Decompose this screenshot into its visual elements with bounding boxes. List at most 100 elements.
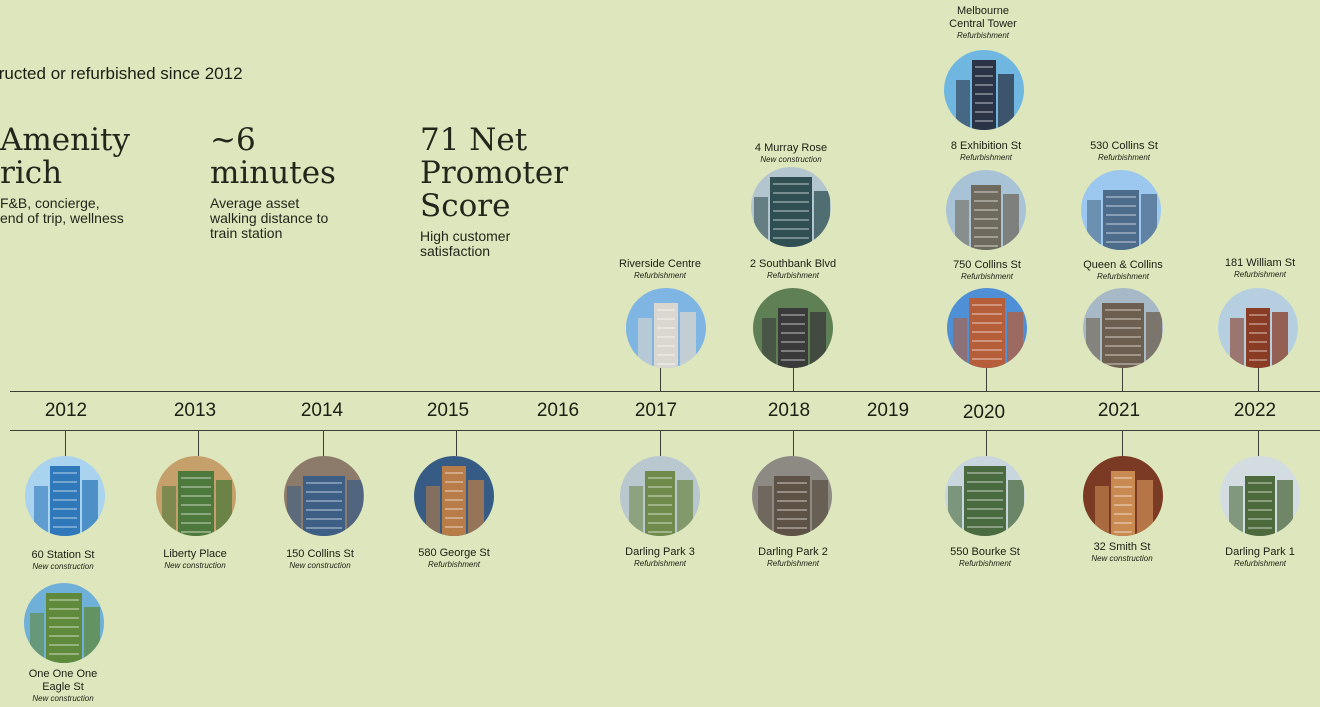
building-name: 580 George St	[418, 547, 490, 559]
photo-darling-park-1	[1220, 456, 1300, 536]
building-type: New construction	[32, 562, 94, 571]
building-type: New construction	[760, 155, 822, 164]
stat-headline: 71 Net Promoter Score	[420, 122, 569, 224]
building-name: 2 Southbank Blvd	[749, 258, 837, 270]
photo-darling-park-3	[620, 456, 700, 536]
building-photo-graphic	[156, 456, 236, 536]
photo-8-exhibition	[946, 170, 1026, 250]
year-2021: 2021	[1097, 400, 1141, 421]
year-2014: 2014	[300, 400, 344, 421]
photo-2-southbank	[753, 288, 833, 368]
building-name: Riverside Centre	[619, 258, 701, 270]
building-type: Refurbishment	[1233, 270, 1287, 279]
photo-150-collins	[284, 456, 364, 536]
stem-750-collins	[986, 368, 987, 391]
building-photo-graphic	[620, 456, 700, 536]
building-type: New construction	[1091, 554, 1153, 563]
stem-bourke	[986, 431, 987, 456]
stat-headline: Amenity rich	[0, 122, 130, 191]
label-4-murray-rose: 4 Murray Rose New construction	[748, 142, 834, 165]
building-name: 550 Bourke St	[950, 546, 1020, 558]
building-type: Refurbishment	[427, 560, 481, 569]
label-darling-park-1: Darling Park 1 Refurbishment	[1210, 546, 1310, 569]
building-name: 750 Collins St	[953, 259, 1021, 271]
building-photo-graphic	[1218, 288, 1298, 368]
building-name: One One One Eagle St	[28, 668, 98, 693]
building-photo-graphic	[1220, 456, 1300, 536]
building-photo-graphic	[414, 456, 494, 536]
stem-station	[65, 431, 66, 456]
stem-southbank	[793, 368, 794, 391]
stat-subtext: F&B, concierge, end of trip, wellness	[0, 195, 124, 226]
stem-william	[1258, 368, 1259, 391]
label-2-southbank: 2 Southbank Blvd Refurbishment	[738, 258, 848, 281]
photo-melbourne-central	[944, 50, 1024, 130]
label-darling-park-2: Darling Park 2 Refurbishment	[743, 546, 843, 569]
photo-550-bourke	[945, 456, 1025, 536]
building-photo-graphic	[24, 583, 104, 663]
building-photo-graphic	[25, 456, 105, 536]
building-type: Refurbishment	[766, 271, 820, 280]
label-580-george: 580 George St Refurbishment	[404, 547, 504, 570]
building-type: Refurbishment	[960, 272, 1014, 281]
building-name: 181 William St	[1224, 257, 1296, 269]
label-riverside-centre: Riverside Centre Refurbishment	[610, 258, 710, 281]
photo-181-william	[1218, 288, 1298, 368]
label-550-bourke: 550 Bourke St Refurbishment	[935, 546, 1035, 569]
photo-queen-collins	[1083, 288, 1163, 368]
stem-darling1	[1258, 431, 1259, 456]
stat-headline: ~6 minutes	[210, 122, 336, 191]
label-530-collins: 530 Collins St Refurbishment	[1081, 140, 1167, 163]
building-name: Darling Park 1	[1225, 546, 1295, 558]
stem-liberty	[198, 431, 199, 456]
year-2019: 2019	[866, 400, 910, 421]
building-photo-graphic	[752, 456, 832, 536]
year-2020: 2020	[962, 402, 1006, 423]
building-photo-graphic	[626, 288, 706, 368]
building-type: Refurbishment	[958, 559, 1012, 568]
intro-text: tructed or refurbished since 2012	[0, 64, 243, 83]
stem-george	[456, 431, 457, 456]
label-queen-collins: Queen & Collins Refurbishment	[1073, 259, 1173, 282]
label-150-collins: 150 Collins St New construction	[275, 548, 365, 571]
building-name: Darling Park 2	[758, 546, 828, 558]
building-type: Refurbishment	[1233, 559, 1287, 568]
building-type: Refurbishment	[766, 559, 820, 568]
label-liberty-place: Liberty Place New construction	[150, 548, 240, 571]
label-181-william: 181 William St Refurbishment	[1210, 257, 1310, 280]
label-one-one-one-eagle: One One One Eagle St New construction	[18, 668, 108, 704]
label-8-exhibition: 8 Exhibition St Refurbishment	[943, 140, 1029, 163]
label-60-station: 60 Station St New construction	[18, 549, 108, 572]
label-melbourne-central: Melbourne Central Tower Refurbishment	[940, 5, 1026, 41]
photo-750-collins	[947, 288, 1027, 368]
building-photo-graphic	[946, 170, 1026, 250]
stat-amenity: Amenity rich F&B, concierge, end of trip…	[0, 124, 180, 226]
building-photo-graphic	[1083, 288, 1163, 368]
building-name: Melbourne Central Tower	[949, 5, 1017, 30]
building-name: 150 Collins St	[286, 548, 354, 560]
photo-liberty-place	[156, 456, 236, 536]
year-2017: 2017	[634, 400, 678, 421]
photo-one-one-one-eagle	[24, 583, 104, 663]
year-2013: 2013	[173, 400, 217, 421]
stat-nps: 71 Net Promoter Score High customer sati…	[420, 124, 600, 259]
building-name: 530 Collins St	[1090, 140, 1158, 152]
building-type: New construction	[164, 561, 226, 570]
stat-subtext: High customer satisfaction	[420, 228, 511, 259]
stem-queen-collins	[1122, 368, 1123, 391]
building-type: Refurbishment	[956, 31, 1010, 40]
building-name: Darling Park 3	[625, 546, 695, 558]
photo-530-collins	[1081, 170, 1161, 250]
building-name: 32 Smith St	[1093, 541, 1151, 553]
stem-darling3	[660, 431, 661, 456]
building-type: Refurbishment	[633, 559, 687, 568]
building-photo-graphic	[945, 456, 1025, 536]
building-photo-graphic	[1083, 456, 1163, 536]
year-2015: 2015	[426, 400, 470, 421]
building-photo-graphic	[284, 456, 364, 536]
stem-150-collins	[323, 431, 324, 456]
year-2012: 2012	[44, 400, 88, 421]
building-name: 8 Exhibition St	[950, 140, 1022, 152]
building-photo-graphic	[751, 167, 831, 247]
photo-32-smith	[1083, 456, 1163, 536]
